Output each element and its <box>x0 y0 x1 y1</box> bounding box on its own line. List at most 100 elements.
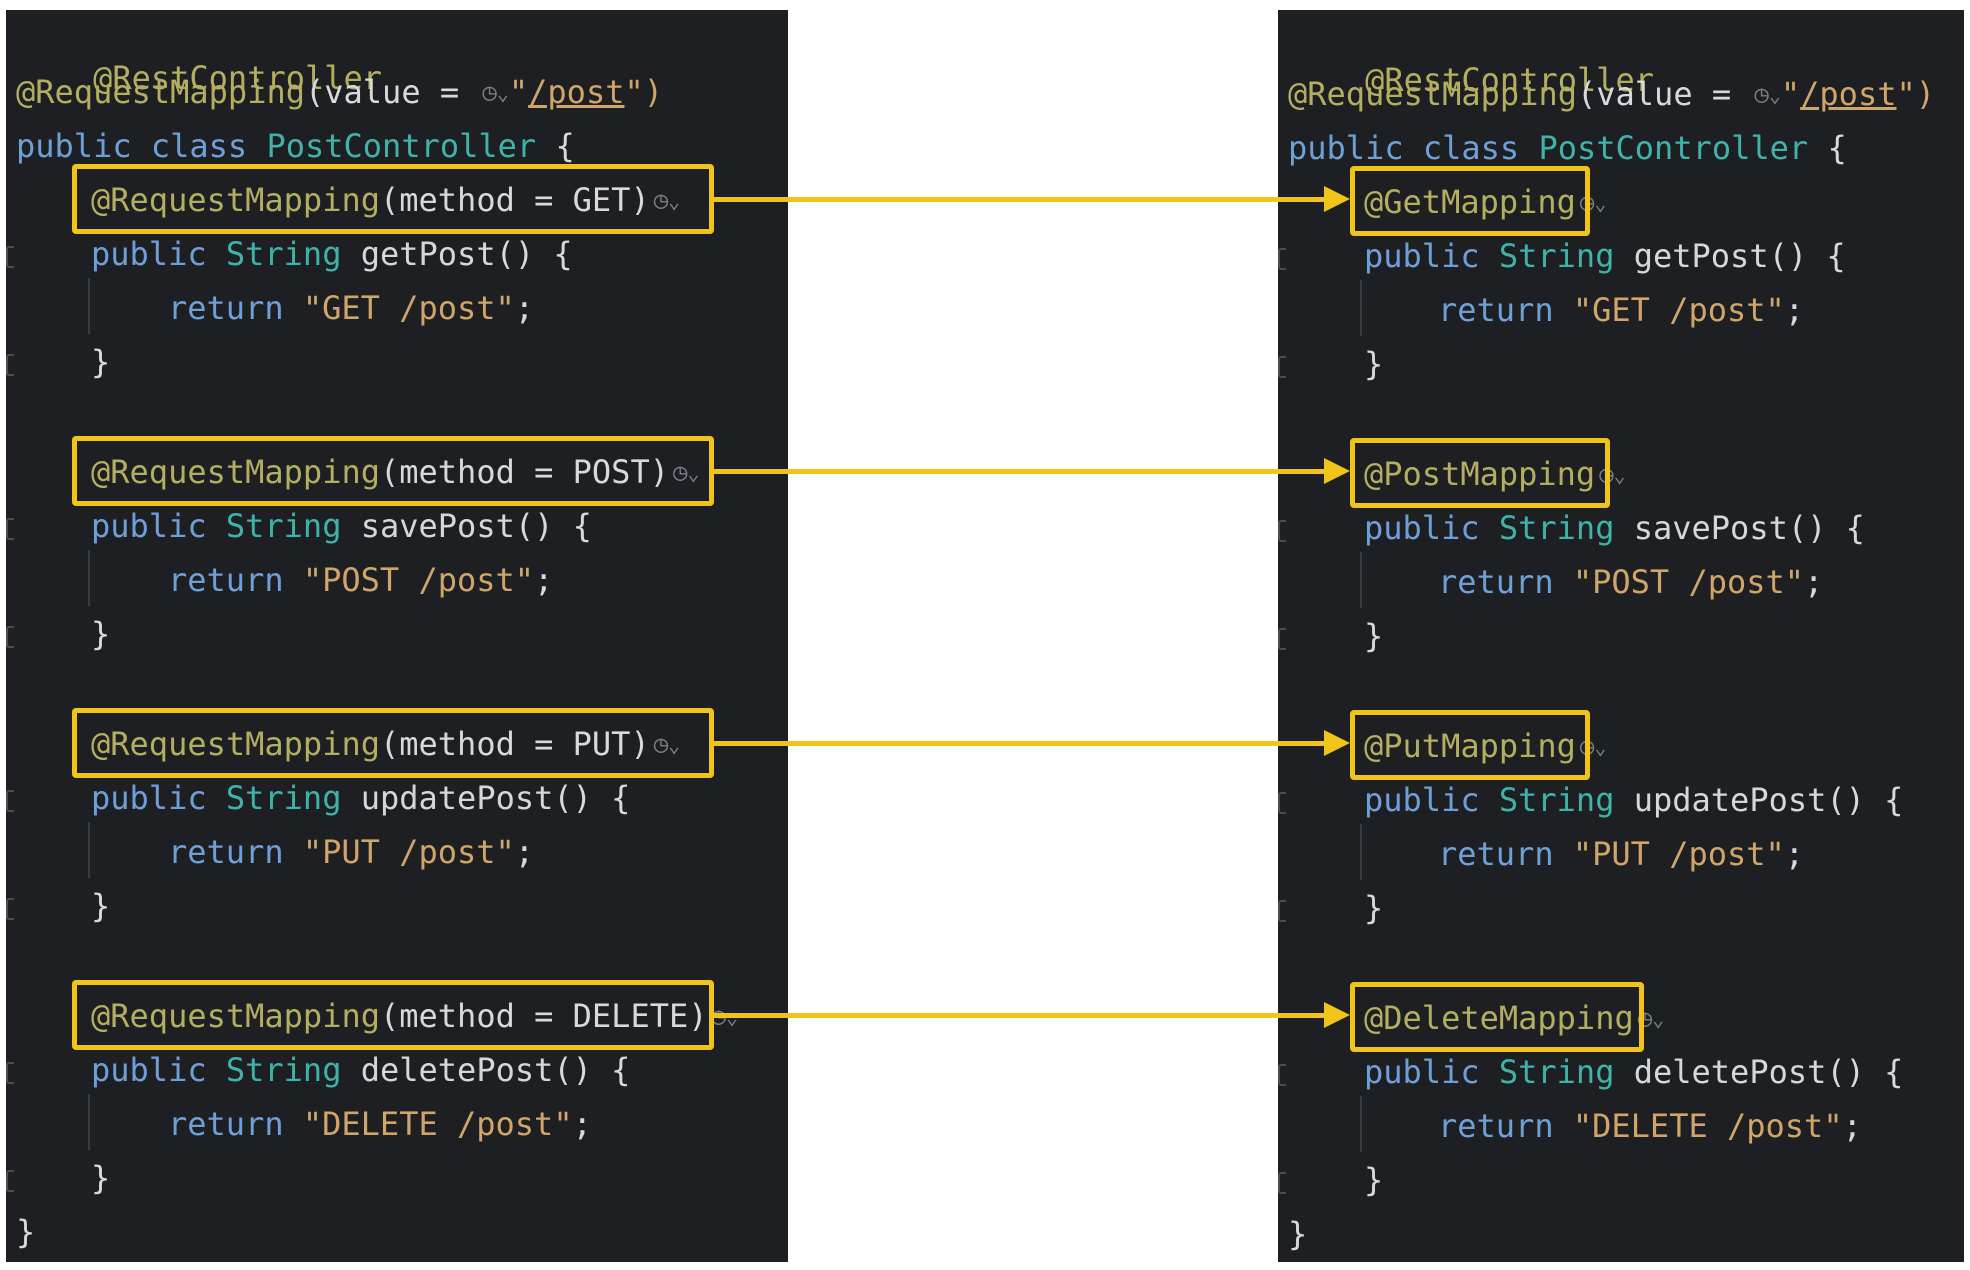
method-params: () { <box>553 779 631 817</box>
fold-marker[interactable] <box>6 1062 14 1084</box>
return-statement: return "DELETE /post"; <box>1438 1106 1862 1146</box>
method-signature: public String getPost() { <box>1364 236 1846 276</box>
indent-guide <box>88 1094 90 1150</box>
method-close-brace: } <box>91 1158 110 1198</box>
class-annotation: @RestController <box>1288 20 1654 99</box>
method-params: () { <box>1826 781 1904 819</box>
return-type: String <box>1498 781 1615 819</box>
indent-guide <box>88 822 90 878</box>
fold-marker[interactable] <box>6 246 14 268</box>
put-mapping-annotation: @PutMapping <box>1364 727 1576 765</box>
post-mapping-annotation: @PostMapping <box>1364 455 1596 493</box>
method-name: savePost <box>1633 509 1788 547</box>
method-signature: public String getPost() { <box>91 234 573 274</box>
semicolon: ; <box>534 561 554 599</box>
path-link[interactable]: /post <box>1800 75 1897 113</box>
semicolon: ; <box>514 833 535 871</box>
keyword-public: public <box>1364 1053 1480 1091</box>
fold-marker[interactable] <box>1278 900 1286 922</box>
fold-marker[interactable] <box>6 898 14 920</box>
rest-controller-annotation: @RestController <box>93 59 383 97</box>
close-brace: } <box>91 343 111 381</box>
globe-icon[interactable]: ◷⌄ <box>1754 80 1781 108</box>
fold-marker[interactable] <box>1278 792 1286 814</box>
method-annotation: @PostMapping◷⌄ <box>1364 454 1626 494</box>
keyword-public: public <box>91 507 207 545</box>
indent-guide <box>1360 280 1362 336</box>
fold-marker[interactable] <box>6 1170 14 1192</box>
string-literal: "GET /post" <box>1572 291 1785 329</box>
return-statement: return "GET /post"; <box>168 288 534 328</box>
fold-marker[interactable] <box>1278 1064 1286 1086</box>
fold-marker[interactable] <box>1278 248 1286 270</box>
chevron-down-icon: ⌄ <box>687 461 700 485</box>
string-literal: "POST /post" <box>1572 563 1805 601</box>
fold-marker[interactable] <box>1278 1172 1286 1194</box>
class-name: PostController <box>266 127 537 165</box>
fold-marker[interactable] <box>6 626 14 648</box>
semicolon: ; <box>1842 1107 1862 1145</box>
semicolon: ; <box>514 289 535 327</box>
fold-marker[interactable] <box>6 354 14 376</box>
keyword-return: return <box>1438 1107 1554 1145</box>
method-params: () { <box>514 507 592 545</box>
method-signature: public String savePost() { <box>91 506 592 546</box>
keyword-class: class <box>1422 129 1520 167</box>
indent-guide <box>1360 824 1362 880</box>
return-type: String <box>1498 237 1615 275</box>
indent-guide <box>88 278 90 334</box>
close-brace: } <box>1364 1161 1384 1199</box>
method-params: () { <box>1768 237 1846 275</box>
semicolon: ; <box>1784 835 1805 873</box>
arrow-head-put <box>1324 730 1350 756</box>
class-name: PostController <box>1538 129 1809 167</box>
method-close-brace: } <box>91 886 110 926</box>
request-mapping-annotation: @RequestMapping <box>91 453 380 491</box>
method-name: deletePost <box>1633 1053 1827 1091</box>
method-params: () { <box>1787 509 1865 547</box>
indent-guide <box>1360 1096 1362 1152</box>
string-quote-close: ") <box>1896 75 1935 113</box>
method-name: savePost <box>360 507 515 545</box>
method-annotation: @RequestMapping(method = GET)◷⌄ <box>91 180 680 220</box>
method-close-brace: } <box>1364 344 1383 384</box>
globe-icon[interactable]: ◷⌄ <box>482 78 509 106</box>
method-annotation: @RequestMapping(method = POST)◷⌄ <box>91 452 699 492</box>
keyword-public: public <box>1364 237 1480 275</box>
fold-marker[interactable] <box>1278 356 1286 378</box>
globe-icon[interactable]: ◷⌄ <box>653 186 681 214</box>
annotation-args: (method = PUT) <box>379 725 650 763</box>
return-statement: return "DELETE /post"; <box>168 1104 592 1144</box>
globe-icon[interactable]: ◷⌄ <box>653 730 681 758</box>
close-brace: } <box>1288 1215 1308 1253</box>
keyword-public: public <box>1288 129 1404 167</box>
close-brace: } <box>1364 617 1384 655</box>
keyword-return: return <box>168 289 284 327</box>
semicolon: ; <box>1784 291 1805 329</box>
close-brace: } <box>1364 345 1384 383</box>
fold-marker[interactable] <box>6 518 14 540</box>
class-annotation: @RestController <box>16 18 382 97</box>
method-name: deletePost <box>360 1051 554 1089</box>
path-link[interactable]: /post <box>528 73 625 111</box>
annotation-args: (value = <box>304 73 479 111</box>
semicolon: ; <box>572 1105 592 1143</box>
string-literal: "POST /post" <box>302 561 535 599</box>
fold-marker[interactable] <box>6 790 14 812</box>
string-literal: "DELETE /post" <box>1572 1107 1843 1145</box>
return-statement: return "PUT /post"; <box>1438 834 1804 874</box>
fold-marker[interactable] <box>1278 628 1286 650</box>
arrow-head-post <box>1324 458 1350 484</box>
code-panel-before: @RestController @RequestMapping(value = … <box>6 10 788 1262</box>
keyword-class: class <box>150 127 248 165</box>
highlight-box-post-before <box>72 436 714 506</box>
method-annotation: @RequestMapping(method = DELETE)◷⌄ <box>91 996 738 1036</box>
annotation-args: (method = POST) <box>379 453 669 491</box>
delete-mapping-annotation: @DeleteMapping <box>1364 999 1634 1037</box>
method-signature: public String deletePost() { <box>1364 1052 1903 1092</box>
globe-icon[interactable]: ◷⌄ <box>672 458 700 486</box>
chevron-down-icon: ⌄ <box>1613 463 1626 487</box>
fold-marker[interactable] <box>1278 520 1286 542</box>
method-close-brace: } <box>91 614 110 654</box>
annotation-args: (method = GET) <box>379 181 650 219</box>
